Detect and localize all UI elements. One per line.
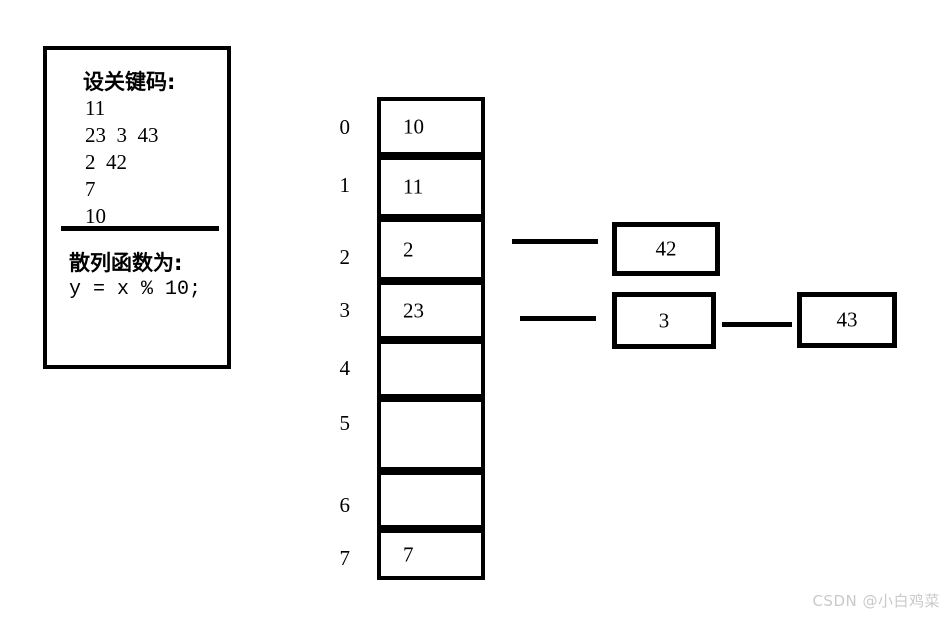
connector-node3-to-node43 bbox=[722, 322, 792, 327]
bucket-cell-0: 10 bbox=[377, 97, 485, 156]
info-panel: 设关键码: 11 23 3 43 2 42 7 10 散列函数为: y = x … bbox=[43, 46, 231, 369]
bucket-cell-5 bbox=[377, 398, 485, 471]
bucket-cell-4 bbox=[377, 340, 485, 398]
connector-bucket3-to-node3 bbox=[520, 316, 596, 321]
bucket-cell-3: 23 bbox=[377, 281, 485, 340]
bucket-index-0: 0 bbox=[339, 115, 351, 139]
key-line: 10 bbox=[85, 204, 106, 228]
bucket-cell-6 bbox=[377, 471, 485, 529]
hash-function-expression: y = x % 10; bbox=[69, 278, 202, 301]
bucket-value-3: 23 bbox=[403, 298, 424, 322]
bucket-value-2: 2 bbox=[403, 237, 414, 261]
hash-function-title: 散列函数为: bbox=[69, 251, 183, 275]
bucket-index-4: 4 bbox=[339, 356, 351, 380]
connector-bucket2-to-node42 bbox=[512, 239, 598, 244]
key-line: 7 bbox=[85, 177, 96, 201]
bucket-cell-2: 2 bbox=[377, 218, 485, 281]
bucket-index-6: 6 bbox=[339, 493, 351, 517]
bucket-index-3: 3 bbox=[339, 298, 351, 322]
bucket-index-2: 2 bbox=[339, 245, 351, 269]
chain-node-43: 43 bbox=[797, 292, 897, 348]
watermark: CSDN @小白鸡菜 bbox=[812, 592, 940, 610]
bucket-value-1: 11 bbox=[403, 174, 424, 199]
bucket-index-5: 5 bbox=[339, 411, 351, 435]
bucket-value-0: 10 bbox=[403, 114, 424, 138]
chain-node-value-3: 3 bbox=[658, 308, 670, 332]
bucket-index-7: 7 bbox=[339, 546, 351, 570]
key-line: 23 3 43 bbox=[85, 123, 159, 147]
bucket-cell-1: 11 bbox=[377, 156, 485, 218]
chain-node-value-43: 43 bbox=[836, 307, 858, 332]
bucket-value-7: 7 bbox=[403, 542, 414, 566]
chain-node-3: 3 bbox=[612, 292, 716, 349]
chain-node-42: 42 bbox=[612, 222, 720, 276]
keys-list: 11 23 3 43 2 42 7 10 bbox=[85, 95, 225, 230]
key-line: 11 bbox=[85, 96, 106, 120]
bucket-index-1: 1 bbox=[339, 173, 351, 197]
chain-node-value-42: 42 bbox=[655, 236, 677, 261]
panel-divider bbox=[61, 226, 219, 231]
keys-title: 设关键码: bbox=[83, 70, 176, 94]
key-line: 2 42 bbox=[85, 150, 127, 174]
bucket-cell-7: 7 bbox=[377, 529, 485, 580]
